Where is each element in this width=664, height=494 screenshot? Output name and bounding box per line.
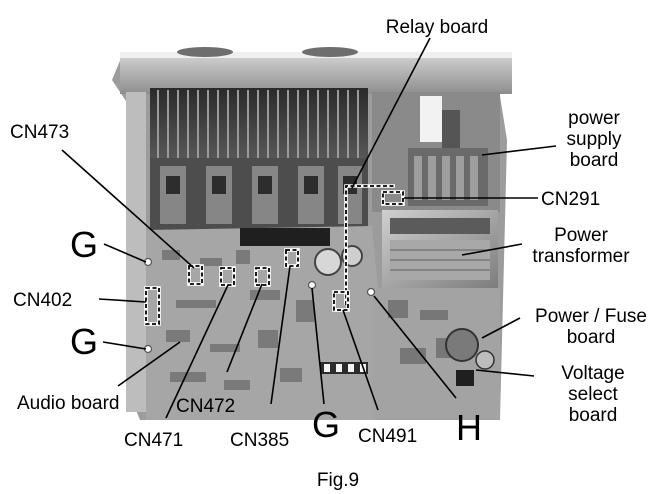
screw-h — [366, 287, 376, 297]
label-relay-board: Relay board — [386, 17, 488, 38]
relay-board-outline — [345, 185, 395, 305]
label-cn291: CN291 — [541, 189, 600, 210]
cn473-marker — [188, 265, 203, 285]
label-power-supply-board-line-1: power — [568, 108, 620, 129]
cn491-marker — [333, 291, 349, 311]
cn291-marker — [382, 191, 404, 205]
chassis-photo — [112, 47, 512, 420]
cn385-marker — [285, 249, 299, 267]
label-voltage-select-board-line-1: Voltage — [561, 363, 624, 384]
leader-lines — [61, 37, 557, 419]
label-g-upper: G — [70, 224, 98, 265]
label-cn472: CN472 — [176, 396, 235, 417]
label-g-lower: G — [70, 321, 98, 362]
connector-markers — [144, 190, 405, 326]
label-g-center: G — [312, 404, 340, 445]
label-voltage-select-board-line-2: select — [568, 384, 618, 405]
label-cn473: CN473 — [10, 122, 69, 143]
label-cn385: CN385 — [230, 430, 289, 451]
screw-g-center — [307, 280, 317, 290]
label-audio-board: Audio board — [17, 393, 119, 414]
label-power-transformer-line-1: Power — [554, 225, 609, 246]
label-h: H — [456, 407, 482, 448]
cn472-marker — [255, 267, 270, 286]
figure-caption: Fig.9 — [317, 470, 359, 491]
labels: Relay board CN473 power supply board CN2… — [10, 17, 647, 491]
label-power-fuse-board-line-1: Power / Fuse — [535, 306, 647, 327]
label-power-fuse-board-line-2: board — [567, 327, 616, 348]
label-cn491: CN491 — [358, 426, 417, 447]
label-power-supply-board-line-3: board — [570, 150, 619, 171]
screw-points — [143, 257, 376, 354]
label-cn471: CN471 — [124, 430, 183, 451]
label-voltage-select-board-line-3: board — [569, 405, 618, 426]
label-power-transformer-line-2: transformer — [532, 246, 630, 267]
label-cn402: CN402 — [13, 290, 72, 311]
cn402-marker — [145, 287, 160, 325]
label-power-supply-board-line-2: supply — [567, 129, 622, 150]
